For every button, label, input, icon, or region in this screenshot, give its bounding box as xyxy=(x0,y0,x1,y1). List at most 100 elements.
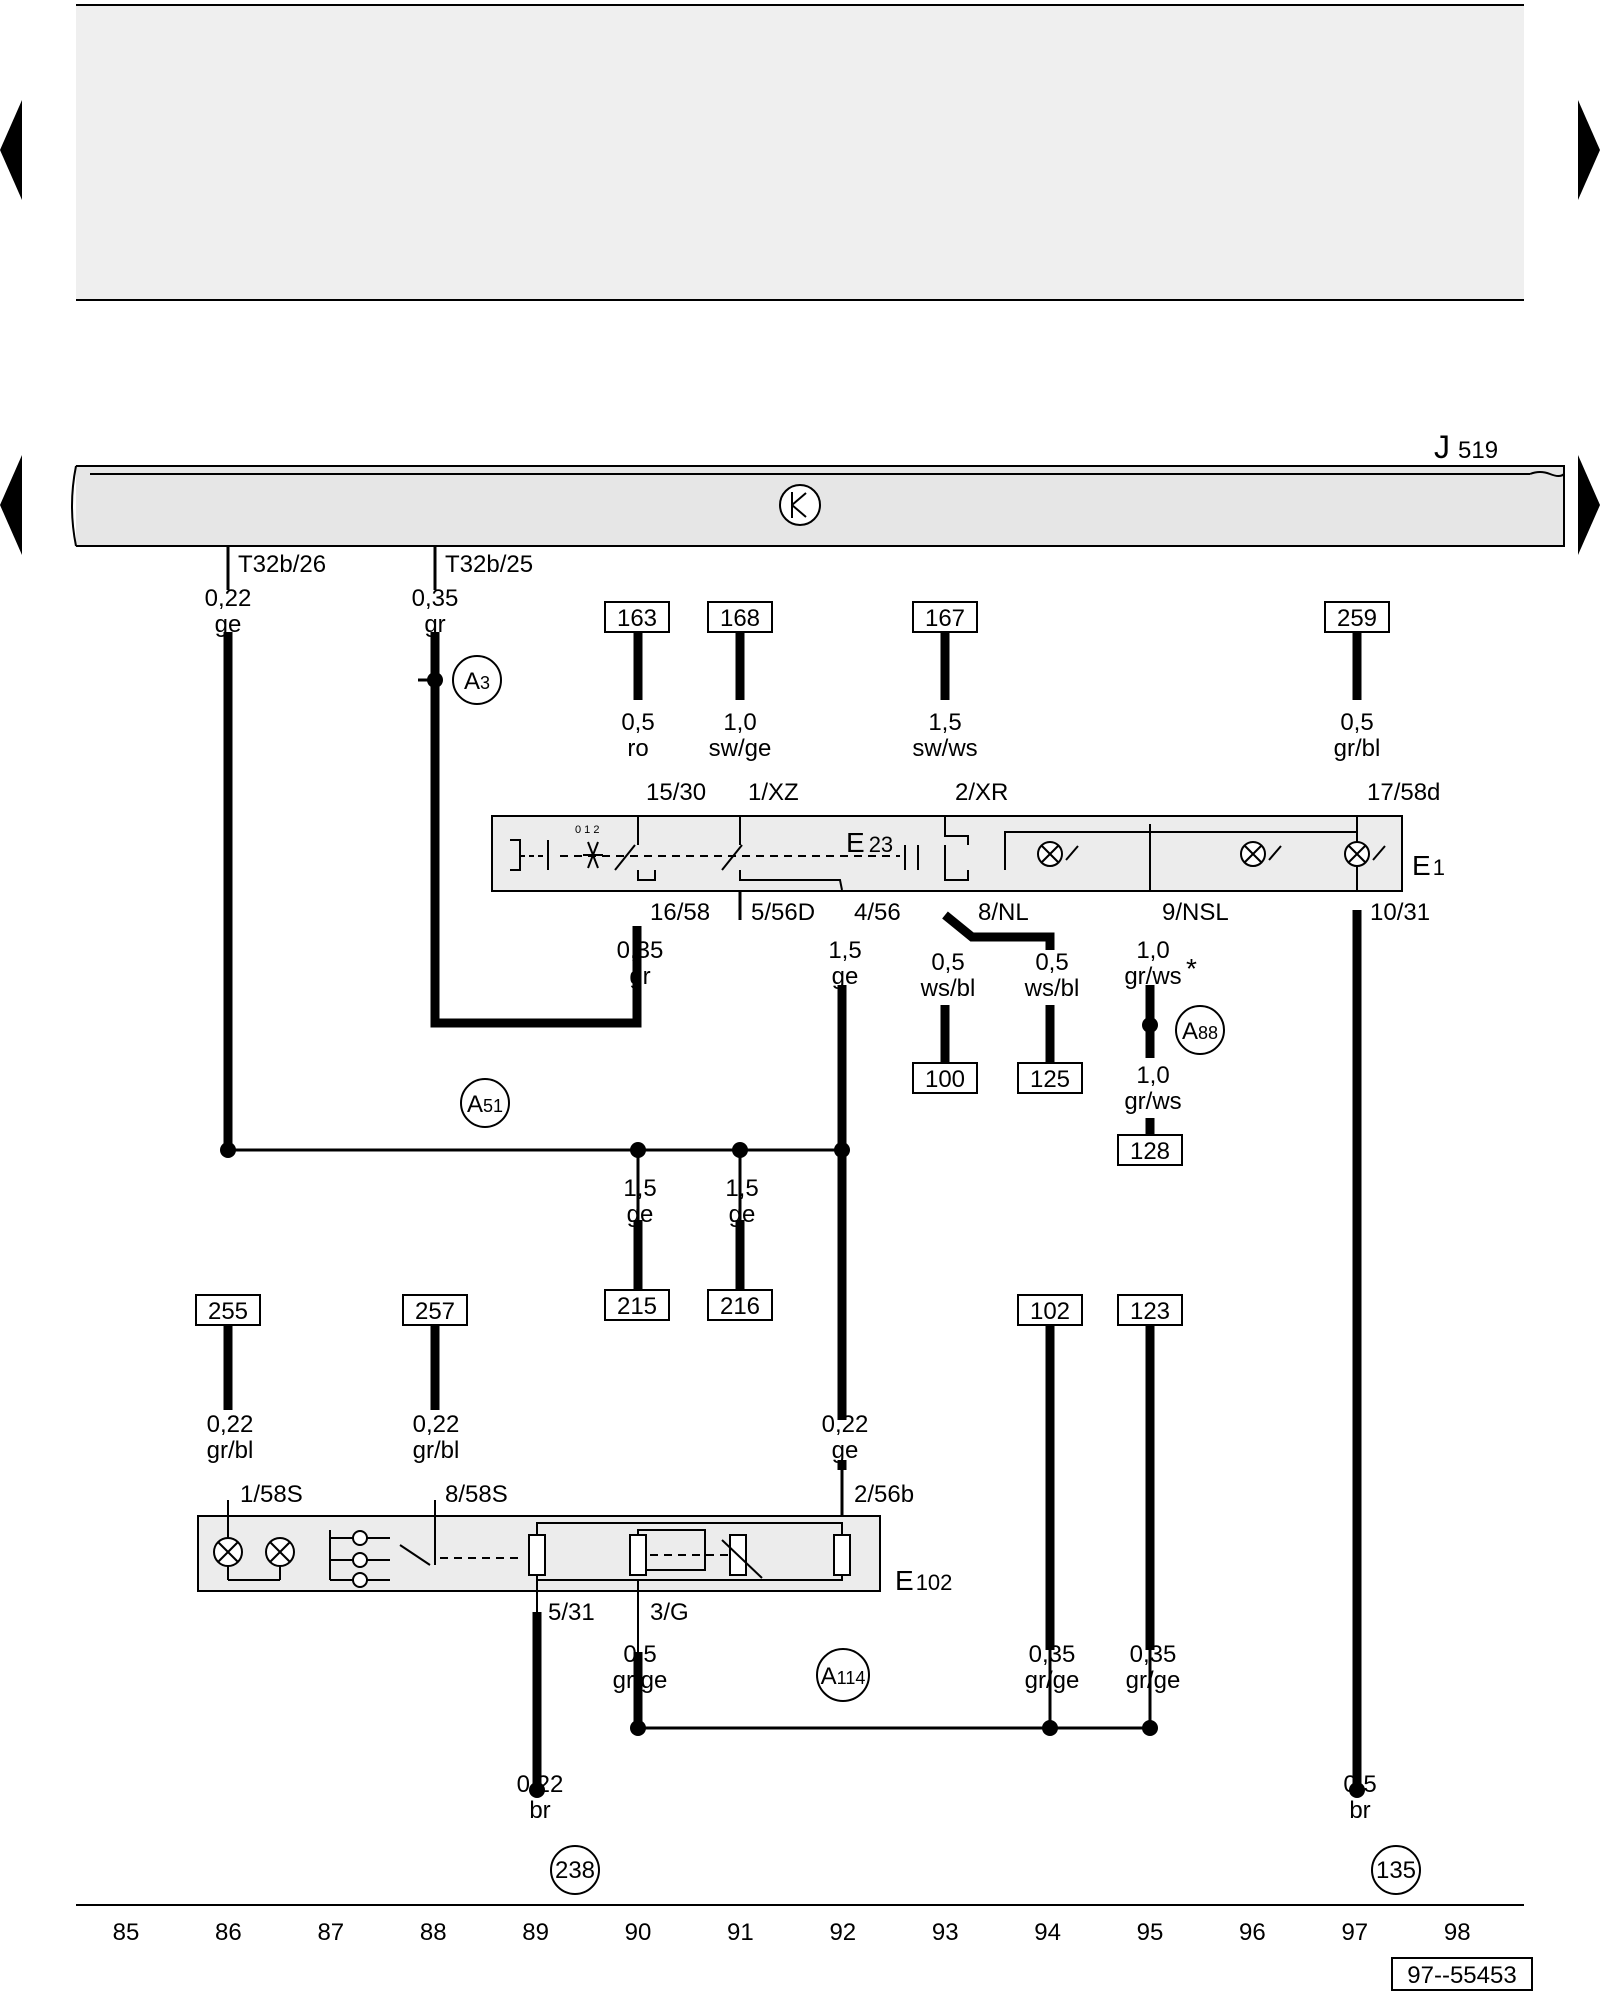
svg-text:A114: A114 xyxy=(821,1663,866,1690)
ref-box-102[interactable]: 102 xyxy=(1017,1294,1083,1326)
dimmer-lamp-icon xyxy=(213,1530,368,1588)
pin-9-nsl-label: 9/NSL xyxy=(1162,899,1229,926)
next-page-arrow-icon[interactable] xyxy=(1578,100,1600,200)
svg-text:215: 215 xyxy=(617,1293,657,1320)
svg-text:168: 168 xyxy=(720,605,760,632)
prev-section-arrow-icon[interactable] xyxy=(0,455,22,555)
track-number: 88 xyxy=(420,1919,447,1946)
control-unit-break-right xyxy=(1529,471,1565,477)
track-number: 85 xyxy=(113,1919,140,1946)
wire-10-31-color: br xyxy=(1349,1797,1370,1824)
wire-4-56-color: ge xyxy=(832,963,859,990)
control-unit-break-left xyxy=(71,465,77,547)
track-number: 89 xyxy=(522,1919,549,1946)
svg-text:128: 128 xyxy=(1130,1138,1170,1165)
junction-dots xyxy=(220,672,1365,1798)
wire-8-nl-a-size: 0,5 xyxy=(931,949,964,976)
pin-1-xz-label: 1/XZ xyxy=(748,779,799,806)
ref-box-123[interactable]: 123 xyxy=(1117,1294,1183,1326)
wire-215-size: 1,5 xyxy=(623,1175,656,1202)
wire-8-nl-b xyxy=(942,911,1055,950)
svg-text:97--55453: 97--55453 xyxy=(1407,1962,1516,1989)
ref-box-167[interactable]: 167 xyxy=(912,601,978,633)
pin-3-g-label: 3/G xyxy=(650,1599,689,1626)
lamp-icon xyxy=(1037,841,1386,867)
wire-2-xr-color: sw/ws xyxy=(912,735,977,762)
next-section-arrow-icon[interactable] xyxy=(1578,455,1600,555)
wire-9-nsl-size2: 1,0 xyxy=(1136,1062,1169,1089)
component-e1-internals xyxy=(510,816,1358,891)
wire-15-30-size: 0,5 xyxy=(621,709,654,736)
wire-255-size: 0,22 xyxy=(207,1411,254,1438)
wire-9-nsl-color2: gr/ws xyxy=(1124,1088,1181,1115)
ref-box-257[interactable]: 257 xyxy=(402,1294,468,1326)
pin-10-31-label: 10/31 xyxy=(1370,899,1430,926)
header-panel xyxy=(76,5,1524,300)
wire-16-58-size: 0,35 xyxy=(617,937,664,964)
svg-text:A3: A3 xyxy=(464,668,490,695)
svg-text:216: 216 xyxy=(720,1293,760,1320)
wire-15-30-color: ro xyxy=(627,735,648,762)
ref-box-255[interactable]: 255 xyxy=(195,1294,261,1326)
switch-rotary-icon xyxy=(583,841,603,869)
wire-2-56b-color: ge xyxy=(832,1437,859,1464)
ref-box-163[interactable]: 163 xyxy=(604,601,670,633)
wire-8-nl-b-size: 0,5 xyxy=(1035,949,1068,976)
connection-a114: A114 xyxy=(816,1648,870,1702)
connection-a51: A51 xyxy=(460,1078,510,1128)
wire-4-56-size: 1,5 xyxy=(828,937,861,964)
pin-8-nl-label: 8/NL xyxy=(978,899,1029,926)
ref-box-100[interactable]: 100 xyxy=(912,1062,978,1094)
component-e102-label: E102 xyxy=(895,1565,952,1596)
wire-17-58d-color: gr/bl xyxy=(1334,735,1381,762)
control-unit-symbol-icon xyxy=(779,484,821,526)
ref-box-259[interactable]: 259 xyxy=(1324,601,1390,633)
track-number: 86 xyxy=(215,1919,242,1946)
wire-1-xz-size: 1,0 xyxy=(723,709,756,736)
ref-box-128[interactable]: 128 xyxy=(1117,1134,1183,1166)
track-number: 98 xyxy=(1444,1919,1471,1946)
wire-102-size: 0,35 xyxy=(1029,1641,1076,1668)
track-number: 92 xyxy=(829,1919,856,1946)
ref-box-216[interactable]: 216 xyxy=(707,1289,773,1321)
ref-box-168[interactable]: 168 xyxy=(707,601,773,633)
wire-5-31-color: br xyxy=(529,1797,550,1824)
wire-16-58-color: gr xyxy=(629,963,650,990)
wire-102-color: gr/ge xyxy=(1025,1667,1080,1694)
track-number: 94 xyxy=(1034,1919,1061,1946)
svg-text:A51: A51 xyxy=(467,1091,503,1118)
pin-15-30-label: 15/30 xyxy=(646,779,706,806)
svg-text:125: 125 xyxy=(1030,1066,1070,1093)
wire-216-color: ge xyxy=(729,1201,756,1228)
pin-2-56b-label: 2/56b xyxy=(854,1481,914,1508)
ref-box-215[interactable]: 215 xyxy=(604,1289,670,1321)
wire-t32b-26-size: 0,22 xyxy=(205,585,252,612)
track-number: 87 xyxy=(317,1919,344,1946)
wire-5-31-size: 0,22 xyxy=(517,1771,564,1798)
wire-17-58d-size: 0,5 xyxy=(1340,709,1373,736)
wire-10-31-size: 0,5 xyxy=(1343,1771,1376,1798)
wire-2-56b-size: 0,22 xyxy=(822,1411,869,1438)
ground-point-238: 238 xyxy=(550,1845,600,1895)
prev-page-arrow-icon[interactable] xyxy=(0,100,22,200)
svg-text:102: 102 xyxy=(1030,1298,1070,1325)
svg-text:100: 100 xyxy=(925,1066,965,1093)
pin-4-56-label: 4/56 xyxy=(854,899,901,926)
wire-9-nsl-size: 1,0 xyxy=(1136,937,1169,964)
wire-9-nsl-color: gr/ws xyxy=(1124,963,1181,990)
wire-3-g-color: gr/ge xyxy=(613,1667,668,1694)
svg-text:123: 123 xyxy=(1130,1298,1170,1325)
wire-3-g-size: 0,5 xyxy=(623,1641,656,1668)
pin-2-xr-label: 2/XR xyxy=(955,779,1008,806)
pin-17-58d-label: 17/58d xyxy=(1367,779,1440,806)
track-number: 97 xyxy=(1341,1919,1368,1946)
pin-t32b-26-label: T32b/26 xyxy=(238,551,326,578)
ground-point-135: 135 xyxy=(1371,1845,1421,1895)
wire-t32b-25-color: gr xyxy=(424,611,445,638)
pin-5-31-label: 5/31 xyxy=(548,1599,595,1626)
wire-t32b-26-color: ge xyxy=(215,611,242,638)
ref-box-125[interactable]: 125 xyxy=(1017,1062,1083,1094)
track-number: 95 xyxy=(1137,1919,1164,1946)
